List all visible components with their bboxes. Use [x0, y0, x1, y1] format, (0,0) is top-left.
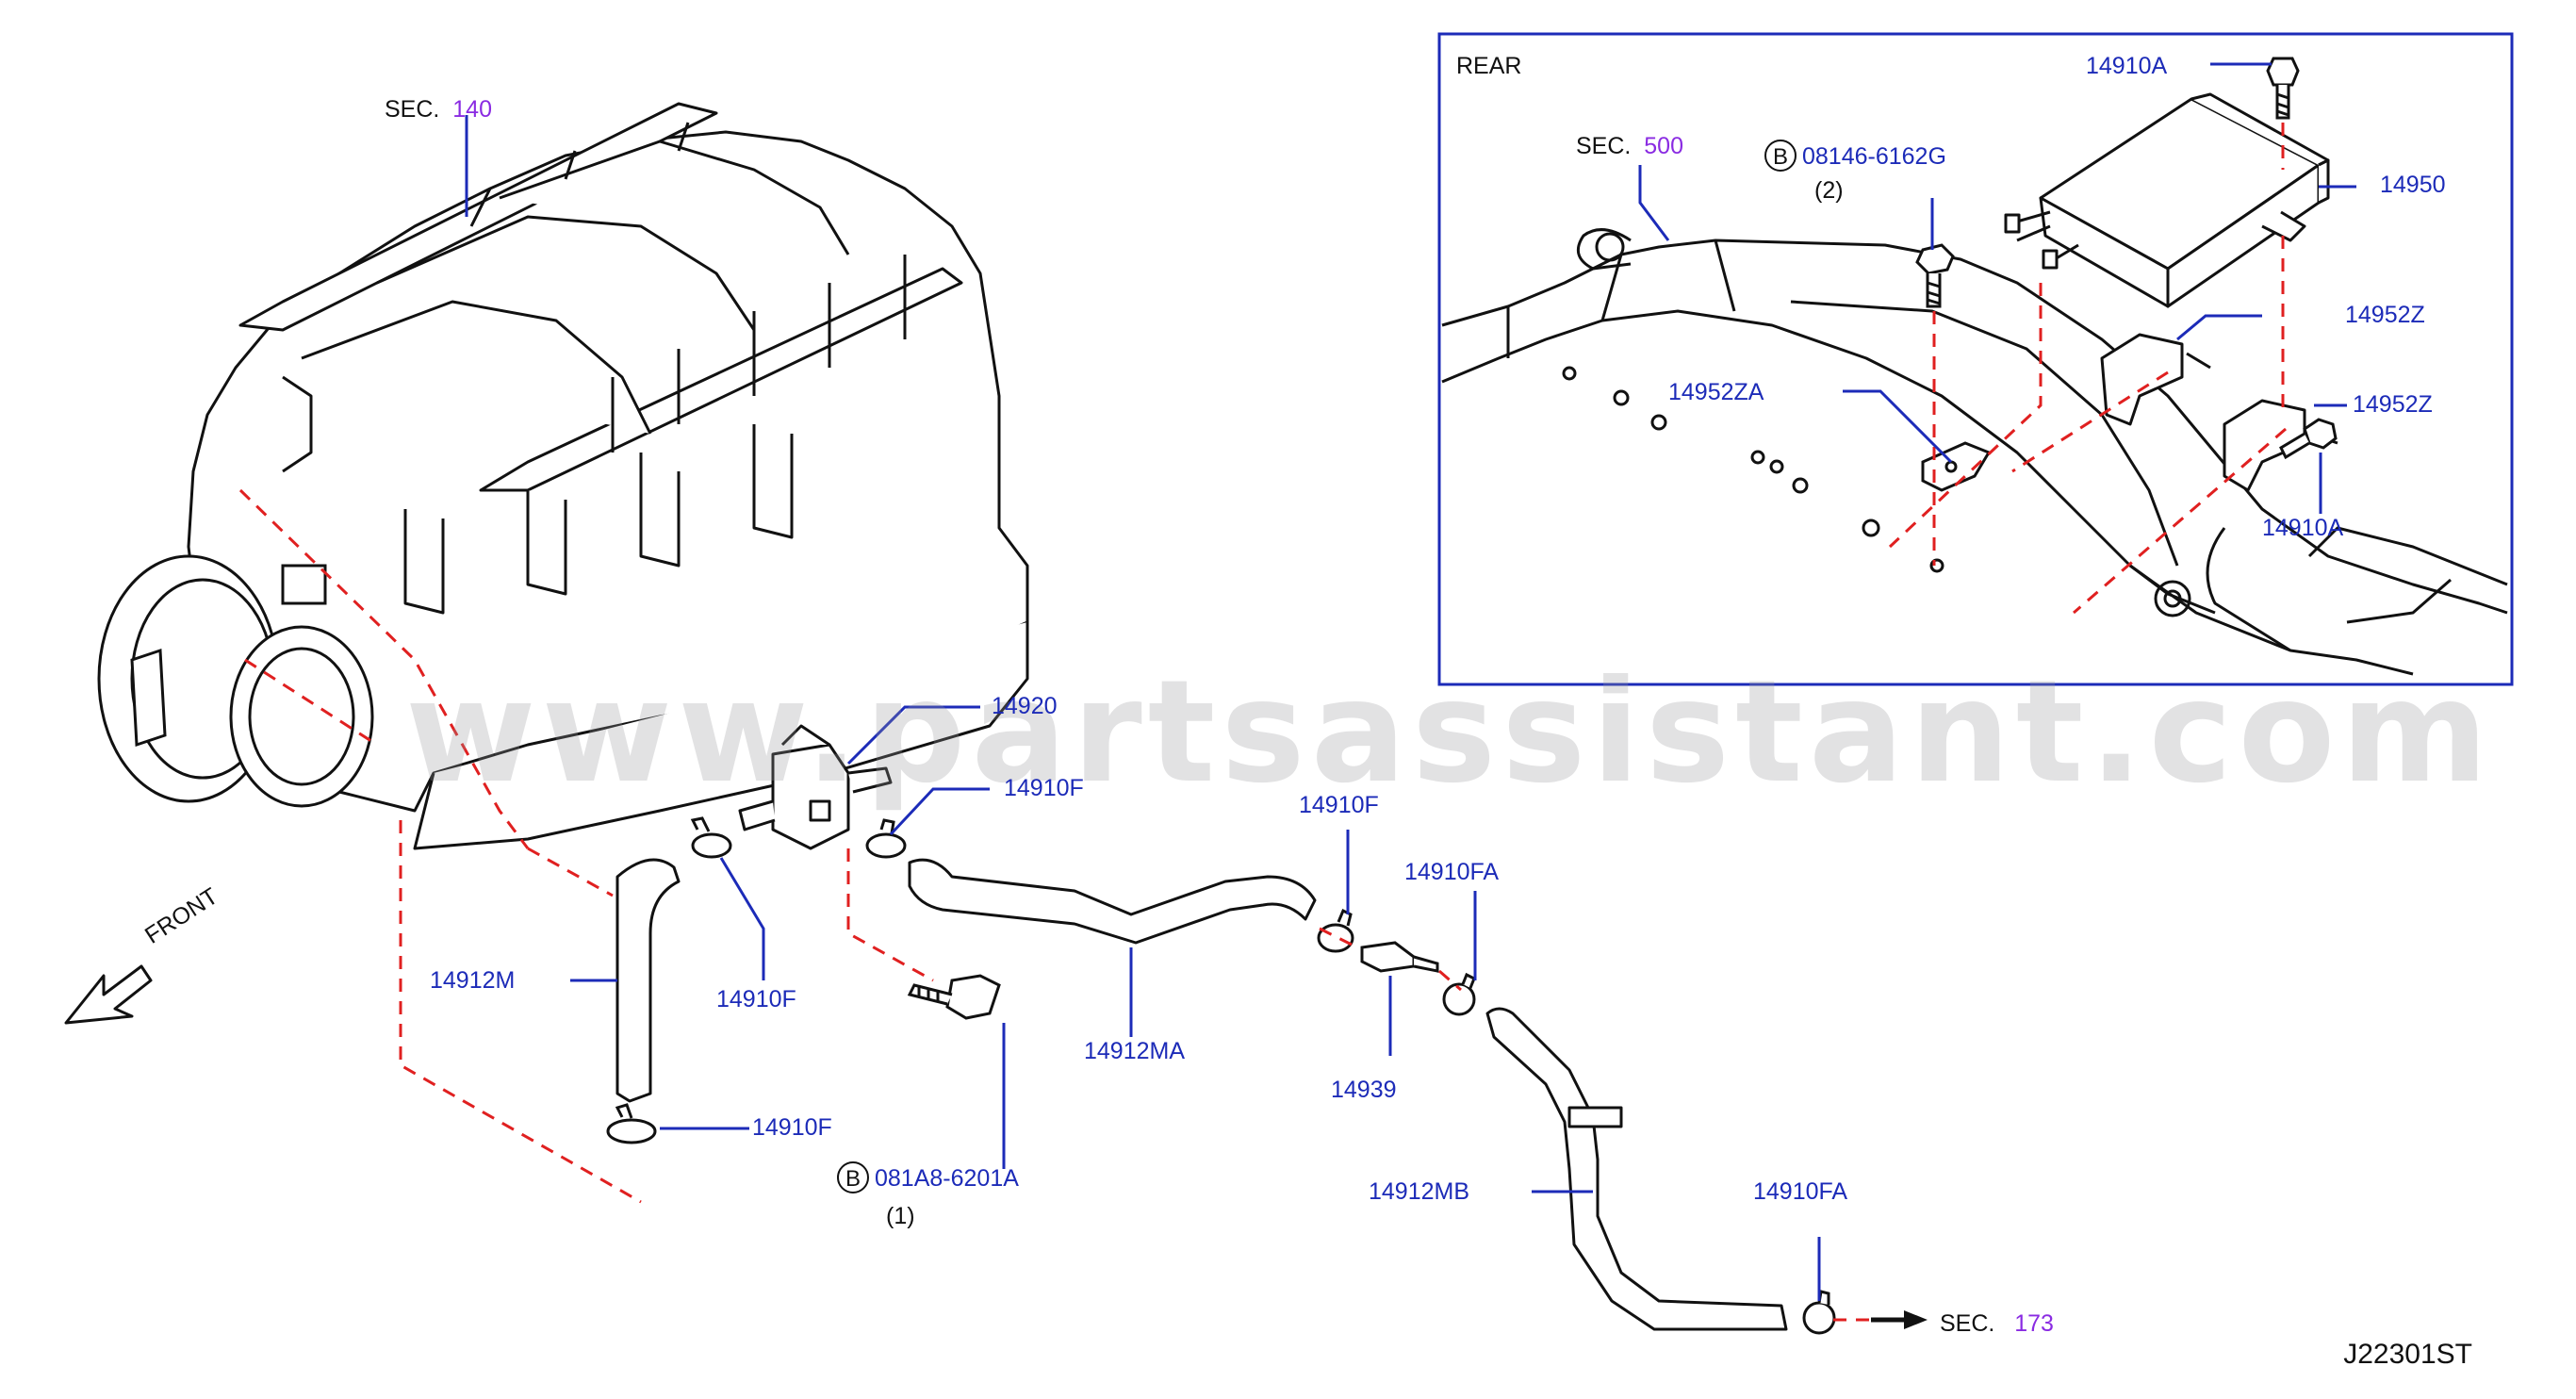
orifice-14939: [1360, 941, 1439, 973]
inset-frame: [1437, 32, 2514, 686]
hose-14912M: [615, 858, 681, 1103]
nut-plate-14952ZA: [1921, 441, 1992, 492]
part-14912MB: 14912MB: [1369, 1178, 1470, 1205]
part-14952Z-upper: 14952Z: [2345, 302, 2425, 328]
main-dash-lines: [238, 488, 1871, 1322]
clamp-14910FA-upper: [1442, 972, 1476, 1016]
sec500-label: SEC. 500: [1576, 135, 1683, 158]
hose-14912MB: [1485, 1007, 1788, 1331]
sec173-prefix: SEC.: [1940, 1310, 1995, 1337]
bolt2-qty: (2): [1814, 177, 1844, 204]
part-14952Z-lower: 14952Z: [2353, 391, 2433, 418]
sec140-prefix: SEC.: [385, 96, 440, 123]
throttle-body: [97, 554, 374, 808]
sec500-prefix: SEC.: [1576, 133, 1632, 159]
part-14910FA-upper: 14910FA: [1404, 859, 1500, 885]
part-14939: 14939: [1331, 1077, 1397, 1103]
canister-bracket-upper: [2100, 333, 2211, 426]
part-14950: 14950: [2380, 172, 2446, 198]
part-14910F-mid: 14910F: [1299, 792, 1379, 818]
clamp-14910F-lower: [606, 1103, 657, 1144]
leader-lines: [465, 62, 2356, 1301]
evap-canister: [2004, 92, 2330, 308]
part-14910A-top: 14910A: [2086, 53, 2168, 79]
bolt-14910A-side: [2279, 418, 2338, 460]
part-14910FA-lower: 14910FA: [1753, 1178, 1848, 1205]
front-arrow: [64, 964, 153, 1025]
sec140-number: 140: [452, 96, 492, 123]
inset-dash-lines: [1888, 123, 2287, 615]
part-14910F-right: 14910F: [1004, 775, 1084, 801]
sec173-arrow: [1871, 1310, 1928, 1329]
hose-14912MA: [908, 858, 1317, 945]
bolt-symbol: B: [837, 1161, 869, 1193]
part-14912MA: 14912MA: [1084, 1038, 1186, 1064]
part-14910F-lower: 14910F: [752, 1114, 832, 1141]
bolt-symbol: B: [1764, 140, 1797, 172]
bolt1-number: 081A8-6201A: [875, 1165, 1019, 1192]
sec500-number: 500: [1644, 133, 1683, 159]
diagram-code: J22301ST: [2343, 1339, 2472, 1370]
sec173-number: 173: [2014, 1310, 2054, 1337]
clamp-14910F-right: [865, 818, 907, 859]
part-14910F-left: 14910F: [716, 986, 796, 1012]
sec140-label: SEC. 140: [385, 98, 492, 122]
part-14920: 14920: [992, 693, 1058, 719]
bolt-081A8: [907, 974, 1001, 1020]
part-14910A-side: 14910A: [2262, 515, 2344, 541]
clamp-14910F-left: [690, 816, 732, 859]
bolt1-qty: (1): [886, 1203, 915, 1229]
part-14952ZA: 14952ZA: [1668, 379, 1764, 405]
frame-rail: [1441, 228, 2508, 676]
intake-manifold: [187, 102, 1029, 850]
purge-valve: [738, 724, 893, 850]
part-14912M: 14912M: [430, 967, 516, 994]
sec173-label: SEC. 173: [1940, 1312, 2054, 1336]
watermark: www.partsassistant.com: [405, 650, 2494, 815]
inset-title: REAR: [1456, 53, 1522, 79]
bolt-08146: [1915, 243, 1955, 308]
bolt2-number: 08146-6162G: [1802, 143, 1946, 170]
bolt-14910A-top: [2266, 57, 2300, 120]
